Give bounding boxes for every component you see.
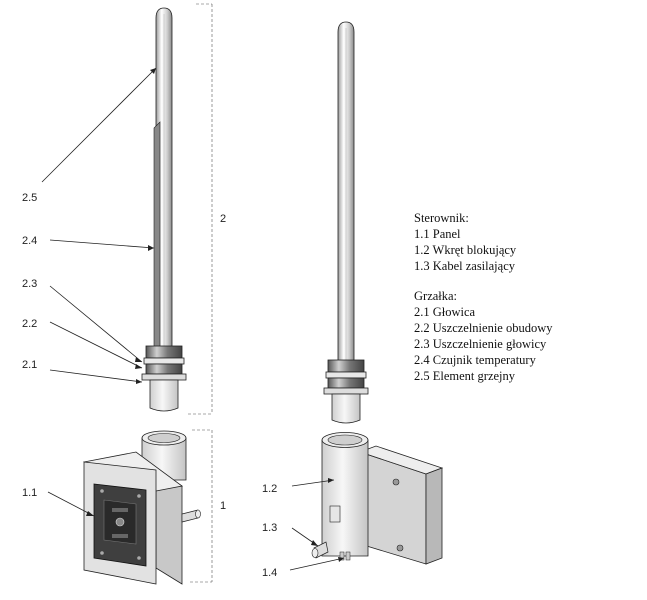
legend-item: 2.1 Głowica [414, 305, 476, 319]
callout-1-3: 1.3 [262, 522, 277, 534]
callout-2-4: 2.4 [22, 235, 37, 247]
left-heater [141, 3, 213, 583]
callout-2: 2 [220, 213, 226, 225]
parts-legend: Sterownik: 1.1 Panel 1.2 Wkręt blokujący… [414, 210, 553, 384]
callout-1-2: 1.2 [262, 483, 277, 495]
panel-button-icon [115, 517, 125, 527]
legend-item: 2.3 Uszczelnienie głowicy [414, 337, 547, 351]
legend-heater-title: Grzałka: [414, 289, 458, 303]
legend-item: 1.3 Kabel zasilający [414, 259, 515, 273]
callout-2-5: 2.5 [22, 192, 37, 204]
leader-arrowheads [86, 68, 344, 562]
callout-2-1: 2.1 [22, 359, 37, 371]
right-controller [311, 432, 444, 565]
legend-item: 2.5 Element grzejny [414, 369, 516, 383]
leader-lines [41, 67, 345, 571]
left-controller [83, 430, 201, 585]
callout-2-2: 2.2 [22, 318, 37, 330]
legend-item: 2.2 Uszczelnienie obudowy [414, 321, 553, 335]
right-heater [323, 21, 369, 424]
callout-2-3: 2.3 [22, 278, 37, 290]
callout-1-1: 1.1 [22, 487, 37, 499]
legend-item: 1.2 Wkręt blokujący [414, 243, 517, 257]
heater-head [141, 345, 187, 412]
legend-item: 1.1 Panel [414, 227, 461, 241]
callout-1-4: 1.4 [262, 567, 277, 579]
callout-1: 1 [220, 500, 226, 512]
temperature-sensor [153, 121, 161, 351]
legend-item: 2.4 Czujnik temperatury [414, 353, 536, 367]
legend-controller-title: Sterownik: [414, 211, 469, 225]
